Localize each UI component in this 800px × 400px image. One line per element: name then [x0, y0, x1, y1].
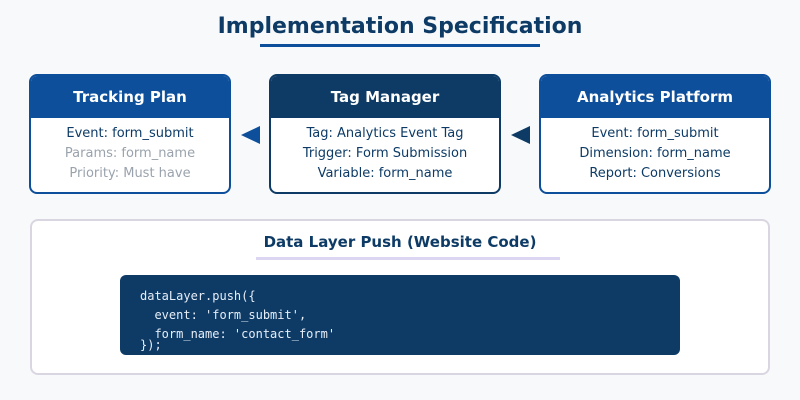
tag-manager-variable: Variable: form_name	[317, 166, 453, 181]
data-layer-panel: Data Layer Push (Website Code) dataLayer…	[30, 219, 770, 375]
title-underline	[260, 44, 540, 47]
data-layer-underline	[256, 257, 560, 260]
analytics-platform-header: Analytics Platform	[541, 76, 769, 118]
code-line: });	[140, 338, 162, 352]
tracking-plan-body: Event: form_submit Params: form_name Pri…	[31, 118, 229, 184]
code-line: form_name: 'contact_form'	[140, 327, 336, 341]
code-line: event: 'form_submit',	[140, 308, 307, 322]
analytics-platform-card: Analytics Platform Event: form_submit Di…	[539, 74, 771, 194]
arrow-left-icon	[241, 126, 260, 144]
tag-manager-header: Tag Manager	[271, 76, 499, 118]
tag-manager-tag: Tag: Analytics Event Tag	[306, 126, 464, 141]
tracking-plan-params: Params: form_name	[64, 146, 196, 161]
code-block: dataLayer.push({ event: 'form_submit', f…	[120, 275, 680, 355]
tag-manager-card: Tag Manager Tag: Analytics Event Tag Tri…	[269, 74, 501, 194]
page-title: Implementation Specification	[217, 14, 583, 39]
tracking-plan-header: Tracking Plan	[31, 76, 229, 118]
tracking-plan-event: Event: form_submit	[66, 126, 194, 141]
tag-manager-body: Tag: Analytics Event Tag Trigger: Form S…	[271, 118, 499, 184]
tag-manager-trigger: Trigger: Form Submission	[302, 146, 468, 161]
tracking-plan-card: Tracking Plan Event: form_submit Params:…	[29, 74, 231, 194]
analytics-platform-report: Report: Conversions	[589, 166, 721, 181]
analytics-platform-dimension: Dimension: form_name	[579, 146, 731, 161]
analytics-platform-event: Event: form_submit	[591, 126, 719, 141]
arrow-left-icon	[511, 126, 530, 144]
analytics-platform-body: Event: form_submit Dimension: form_name …	[541, 118, 769, 184]
data-layer-title: Data Layer Push (Website Code)	[263, 233, 537, 251]
code-line: dataLayer.push({	[140, 289, 256, 303]
tracking-plan-priority: Priority: Must have	[69, 166, 191, 181]
